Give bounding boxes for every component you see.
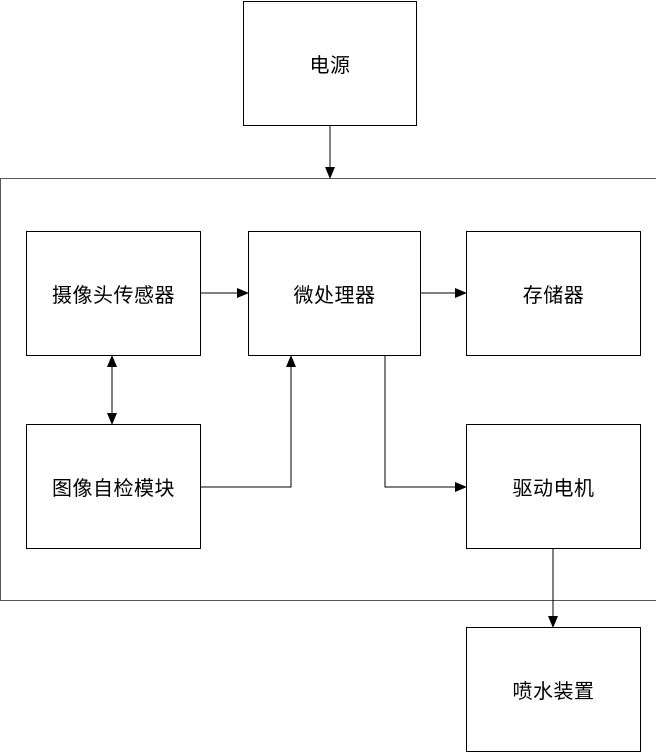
arrow-microprocessor-to-drive-motor (384, 356, 467, 492)
image-self-test-box: 图像自检模块 (26, 424, 201, 549)
camera-sensor-label: 摄像头传感器 (52, 283, 175, 307)
camera-sensor-box: 摄像头传感器 (26, 231, 201, 356)
microprocessor-box: 微处理器 (248, 231, 421, 356)
power-label: 电源 (309, 53, 351, 77)
drive-motor-box: 驱动电机 (466, 424, 641, 549)
water-sprayer-box: 喷水装置 (466, 627, 641, 752)
drive-motor-label: 驱动电机 (512, 476, 595, 500)
storage-box: 存储器 (466, 231, 641, 356)
power-box: 电源 (243, 1, 417, 126)
arrow-self-test-to-microprocessor (201, 355, 296, 488)
microprocessor-label: 微处理器 (293, 283, 376, 307)
image-self-test-label: 图像自检模块 (52, 476, 175, 500)
storage-label: 存储器 (522, 283, 585, 307)
water-sprayer-label: 喷水装置 (512, 679, 595, 703)
